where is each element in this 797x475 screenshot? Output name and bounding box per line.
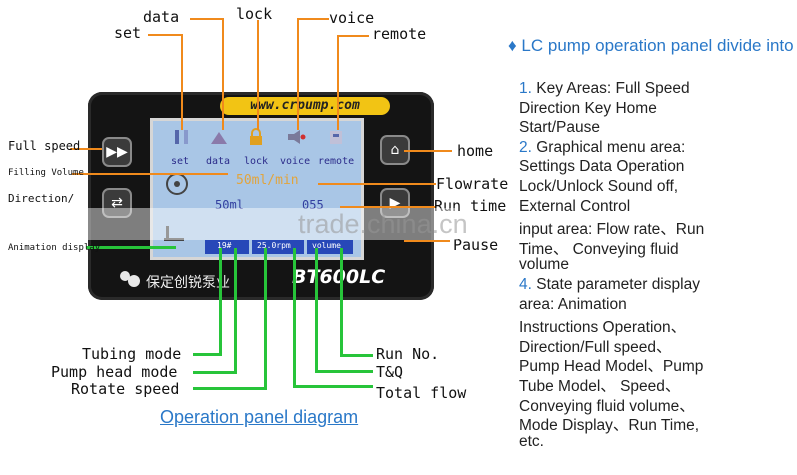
description-line: area: Animation bbox=[519, 296, 627, 314]
mode-value: volume bbox=[312, 241, 341, 250]
label-run-time: Run time bbox=[434, 197, 507, 215]
direction-button[interactable]: ⇄ bbox=[102, 188, 132, 218]
description-line: input area: Flow rate、Run bbox=[519, 217, 704, 239]
description-number: 1. bbox=[519, 80, 532, 97]
direction-icon: ⇄ bbox=[111, 195, 123, 211]
description-line: 1. Key Areas: Full Speed bbox=[519, 80, 690, 98]
description-text: etc. bbox=[519, 432, 544, 450]
description-line: Start/Pause bbox=[519, 119, 600, 137]
description-line: Direction/Full speed、 bbox=[519, 335, 671, 357]
description-text: Settings Data Operation bbox=[519, 158, 685, 176]
menu-data[interactable]: data bbox=[206, 156, 231, 167]
menu-remote[interactable]: remote bbox=[318, 156, 355, 167]
label-remote: remote bbox=[372, 25, 427, 43]
description-text: Key Areas: Full Speed bbox=[531, 80, 690, 97]
description-text: State parameter display bbox=[531, 276, 700, 293]
label-voice: voice bbox=[329, 9, 375, 27]
label-run-no: Run No. bbox=[376, 345, 440, 363]
label-total-flow: Total flow bbox=[376, 384, 467, 402]
fast-forward-icon: ▶▶ bbox=[106, 144, 128, 160]
description-line: Settings Data Operation bbox=[519, 158, 684, 176]
full-speed-button[interactable]: ▶▶ bbox=[102, 137, 132, 167]
description-text: input area: Flow rate、Run bbox=[519, 221, 705, 239]
description-number: 4. bbox=[519, 276, 532, 293]
description-text: Direction/Full speed、 bbox=[519, 338, 672, 356]
description-text: Lock/Unlock Sound off, bbox=[519, 178, 679, 195]
description-line: Direction Key Home bbox=[519, 100, 657, 118]
label-pause: Pause bbox=[453, 236, 499, 254]
diamond-bullet-icon: ♦ bbox=[508, 36, 517, 55]
diagram-caption: Operation panel diagram bbox=[160, 407, 359, 427]
label-set: set bbox=[114, 24, 142, 42]
pump-stand-icon bbox=[164, 226, 184, 241]
status-cell-tube bbox=[205, 240, 249, 254]
description-line: 2. Graphical menu area: bbox=[519, 139, 685, 157]
description-line: Time、 Conveying fluid bbox=[519, 237, 679, 259]
description-line: Instructions Operation、 bbox=[519, 315, 686, 337]
description-line: Tube Model、 Speed、 bbox=[519, 374, 680, 396]
description-text: Graphical menu area: bbox=[531, 138, 686, 156]
label-data: data bbox=[143, 8, 180, 26]
description-line: Mode Display、Run Time, bbox=[519, 413, 699, 435]
brand-logo bbox=[120, 271, 140, 287]
play-pause-icon: ▶ bbox=[389, 195, 401, 211]
speaker-mute-icon bbox=[288, 130, 306, 144]
description-text: volume bbox=[519, 256, 569, 274]
description-text: Direction Key Home bbox=[519, 99, 657, 117]
flowrate-value: 50ml/min bbox=[236, 173, 299, 188]
watermark: trade.china.cn bbox=[298, 209, 468, 239]
description-line: 4. State parameter display bbox=[519, 276, 700, 294]
description-text: Pump Head Model、Pump bbox=[519, 358, 704, 376]
runtime-value: 055 bbox=[302, 198, 324, 212]
home-icon: ⌂ bbox=[390, 142, 400, 158]
description-line: Conveying fluid volume、 bbox=[519, 394, 695, 416]
description-text: Mode Display、Run Time, bbox=[519, 417, 700, 435]
tube-model-value: 19# bbox=[217, 241, 232, 250]
label-filling-volume: Filling Volume bbox=[8, 168, 84, 178]
description-text: area: Animation bbox=[519, 295, 627, 313]
website-banner: www.crpump.com bbox=[220, 97, 390, 115]
settings-icon bbox=[175, 130, 188, 144]
volume-value: 50ml bbox=[215, 198, 244, 212]
model-name: BT600LC bbox=[292, 266, 386, 288]
description-line: etc. bbox=[519, 433, 544, 451]
watermark-band bbox=[0, 208, 458, 240]
description-text: Instructions Operation、 bbox=[519, 319, 687, 337]
brand-name: 保定创锐泵业 bbox=[146, 275, 230, 291]
description-number: 2. bbox=[519, 138, 532, 156]
description-text: Tube Model、 Speed、 bbox=[519, 378, 681, 395]
label-animation-display: Animation display bbox=[8, 243, 101, 253]
label-pump-head-mode: Pump head mode bbox=[51, 363, 178, 381]
description-line: Lock/Unlock Sound off, bbox=[519, 178, 678, 196]
description-text: Conveying fluid volume、 bbox=[519, 397, 695, 415]
label-full-speed: Full speed bbox=[8, 139, 81, 153]
label-lock: lock bbox=[236, 5, 273, 23]
description-text: Time、 Conveying fluid bbox=[519, 240, 679, 258]
description-text: Start/Pause bbox=[519, 119, 600, 137]
menu-lock[interactable]: lock bbox=[244, 156, 269, 167]
speed-value: 25.0rpm bbox=[257, 241, 291, 250]
start-pause-button[interactable]: ▶ bbox=[380, 188, 410, 218]
description-line: Pump Head Model、Pump bbox=[519, 354, 703, 376]
menu-voice[interactable]: voice bbox=[280, 156, 311, 167]
label-tq: T&Q bbox=[376, 363, 404, 381]
data-icon bbox=[211, 132, 227, 144]
description-line: volume bbox=[519, 256, 569, 274]
remote-icon bbox=[330, 131, 342, 144]
description-line: External Control bbox=[519, 198, 630, 216]
label-flowrate: Flowrate bbox=[436, 175, 509, 193]
menu-set[interactable]: set bbox=[171, 156, 190, 167]
lock-icon bbox=[250, 128, 262, 145]
label-tubing-mode: Tubing mode bbox=[82, 345, 182, 363]
label-direction: Direction/ bbox=[8, 192, 75, 205]
label-rotate-speed: Rotate speed bbox=[71, 380, 180, 398]
label-home: home bbox=[457, 142, 494, 160]
panel-heading: ♦ LC pump operation panel divide into bbox=[508, 36, 794, 55]
description-text: External Control bbox=[519, 197, 631, 215]
